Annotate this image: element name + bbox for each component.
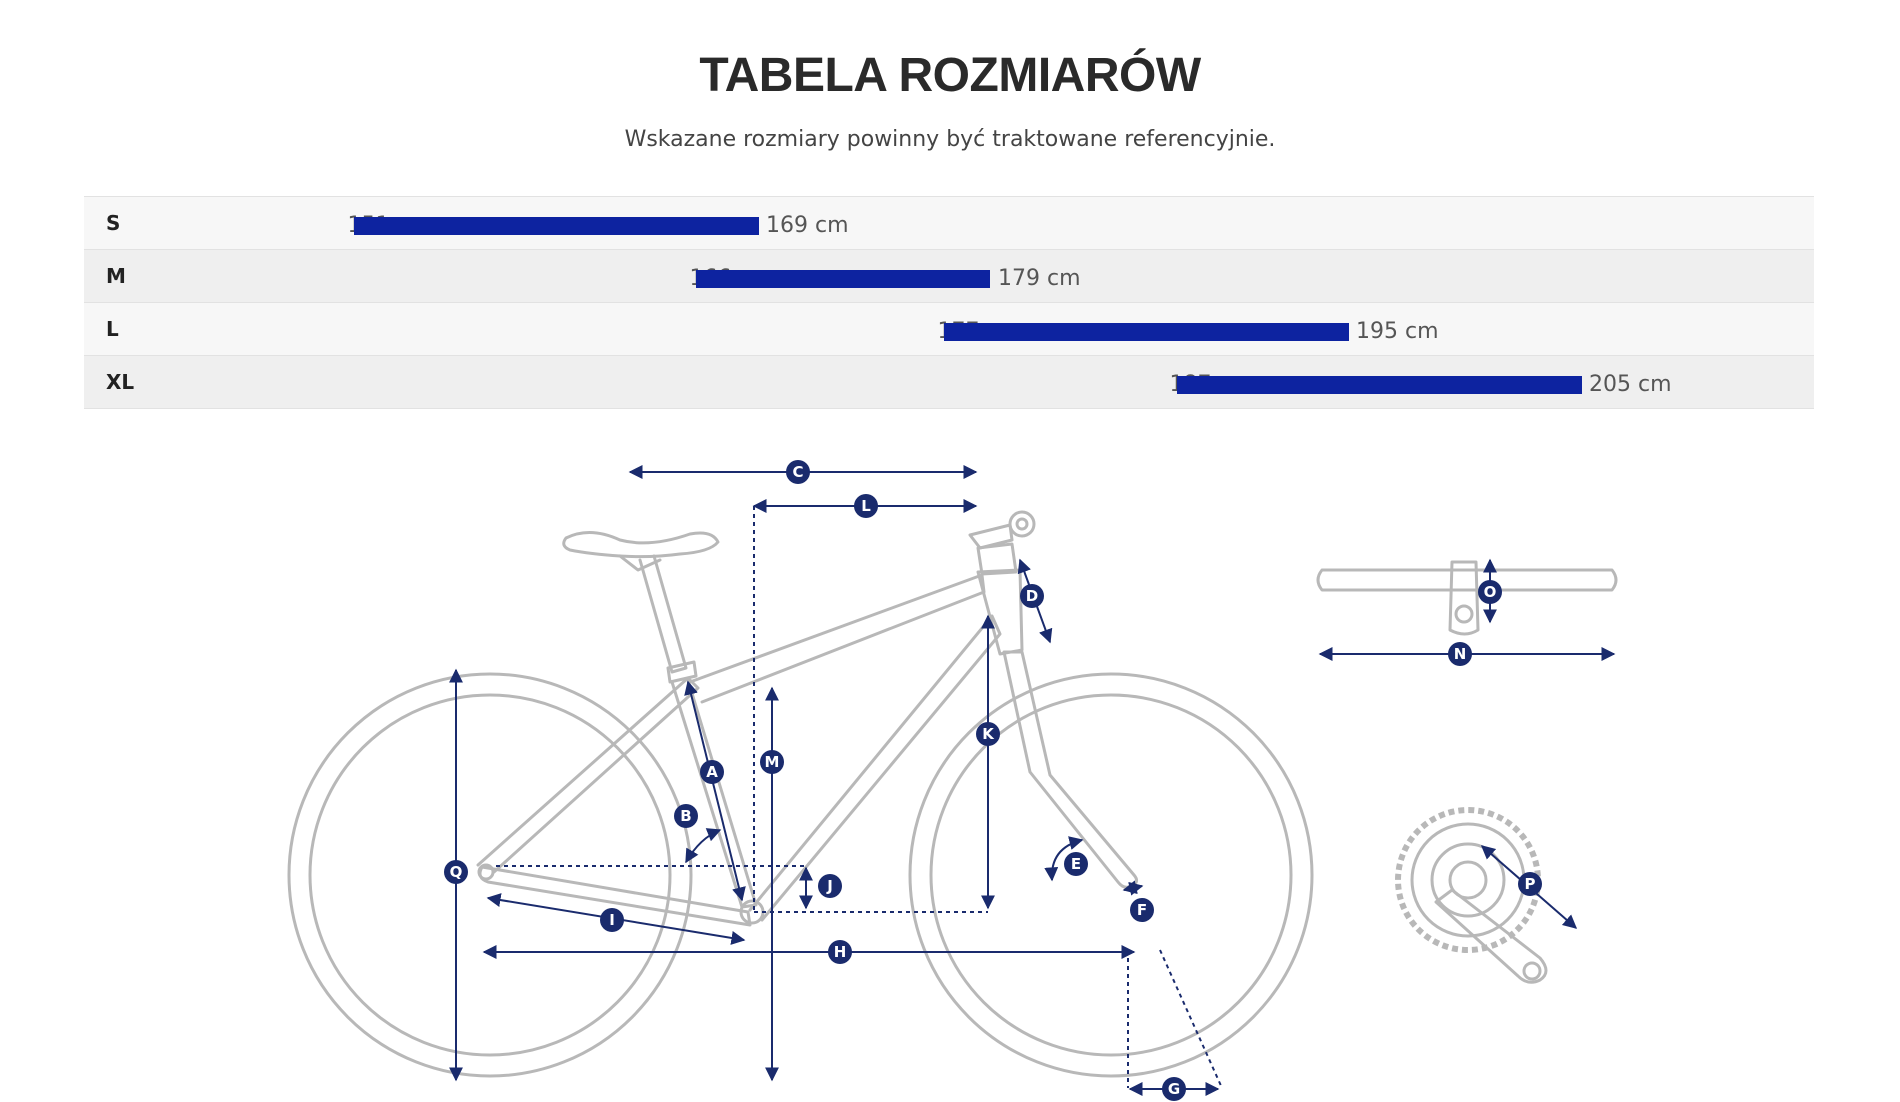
svg-text:K: K: [982, 725, 995, 743]
svg-text:Q: Q: [450, 863, 463, 881]
svg-text:F: F: [1137, 901, 1147, 919]
marker-k: K: [976, 722, 1000, 746]
size-row-m: M 166 cm 179 cm: [84, 249, 1814, 302]
saddle-rail: [618, 554, 662, 572]
size-row-xl: XL 187 cm 205 cm: [84, 355, 1814, 409]
marker-a: A: [700, 760, 724, 784]
height-range-bar: [944, 323, 1349, 341]
front-wheel-rim: [929, 693, 1293, 1057]
svg-text:E: E: [1071, 855, 1081, 873]
svg-text:B: B: [680, 807, 691, 825]
svg-text:A: A: [706, 763, 718, 781]
size-label: M: [106, 264, 126, 288]
saddle: [562, 531, 720, 559]
size-label: S: [106, 211, 121, 235]
crankset: [1395, 807, 1548, 984]
rear-dropout: [477, 863, 495, 881]
svg-text:D: D: [1026, 587, 1038, 605]
page-subtitle: Wskazane rozmiary powinny być traktowane…: [624, 127, 1276, 152]
seat-tube: [670, 678, 758, 909]
svg-text:O: O: [1484, 583, 1497, 601]
seat-clamp: [666, 660, 698, 684]
svg-text:P: P: [1525, 875, 1536, 893]
top-tube: [688, 573, 986, 704]
height-range-bar: [354, 217, 759, 235]
height-range-bar: [1177, 376, 1582, 394]
range-max: 205 cm: [1589, 372, 1672, 397]
handlebar-clamp-inner: [1015, 517, 1029, 531]
svg-text:G: G: [1168, 1080, 1180, 1098]
size-chart-table: S 151 cm 169 cm M 166 cm 179 cm L 177 cm…: [84, 196, 1814, 409]
range-max: 179 cm: [998, 266, 1081, 291]
head-tube: [976, 568, 1024, 656]
marker-n: N: [1448, 642, 1472, 666]
marker-j: J: [818, 874, 842, 898]
rear-wheel-rim: [308, 693, 672, 1057]
handlebar-clamp: [1008, 510, 1036, 538]
marker-m: M: [760, 750, 784, 774]
size-row-l: L 177 cm 195 cm: [84, 302, 1814, 355]
svg-text:C: C: [792, 463, 803, 481]
marker-c: C: [786, 460, 810, 484]
range-max: 195 cm: [1356, 319, 1439, 344]
marker-l: L: [854, 494, 878, 518]
height-range-bar: [696, 270, 990, 288]
marker-g: G: [1162, 1077, 1186, 1101]
size-row-s: S 151 cm 169 cm: [84, 196, 1814, 249]
seatpost: [638, 554, 688, 674]
rear-wheel: [287, 672, 693, 1078]
bike-drawing: [287, 510, 1314, 1078]
svg-text:I: I: [609, 911, 615, 929]
marker-p: P: [1518, 872, 1542, 896]
marker-q: Q: [444, 860, 468, 884]
marker-e: E: [1064, 852, 1088, 876]
marker-i: I: [600, 908, 624, 932]
marker-d: D: [1020, 584, 1044, 608]
marker-b: B: [674, 804, 698, 828]
marker-h: H: [828, 940, 852, 964]
marker-f: F: [1130, 898, 1154, 922]
marker-o: O: [1478, 580, 1502, 604]
stem: [968, 523, 1014, 550]
down-tube: [748, 614, 1002, 922]
fork: [1002, 650, 1139, 889]
size-label: XL: [106, 370, 135, 394]
svg-text:H: H: [834, 943, 847, 961]
range-max: 169 cm: [766, 213, 849, 238]
bike-geometry-diagram: A B C D E F G H I J K L M N O P Q: [287, 460, 1618, 1101]
page-title: TABELA ROZMIARÓW: [699, 49, 1201, 102]
handlebar-topview: [1316, 560, 1618, 636]
svg-text:J: J: [826, 877, 833, 895]
headset-spacer: [976, 542, 1018, 576]
svg-text:M: M: [765, 753, 780, 771]
size-label: L: [106, 317, 119, 341]
front-wheel: [908, 672, 1314, 1078]
svg-text:L: L: [861, 497, 871, 515]
svg-text:N: N: [1454, 645, 1467, 663]
